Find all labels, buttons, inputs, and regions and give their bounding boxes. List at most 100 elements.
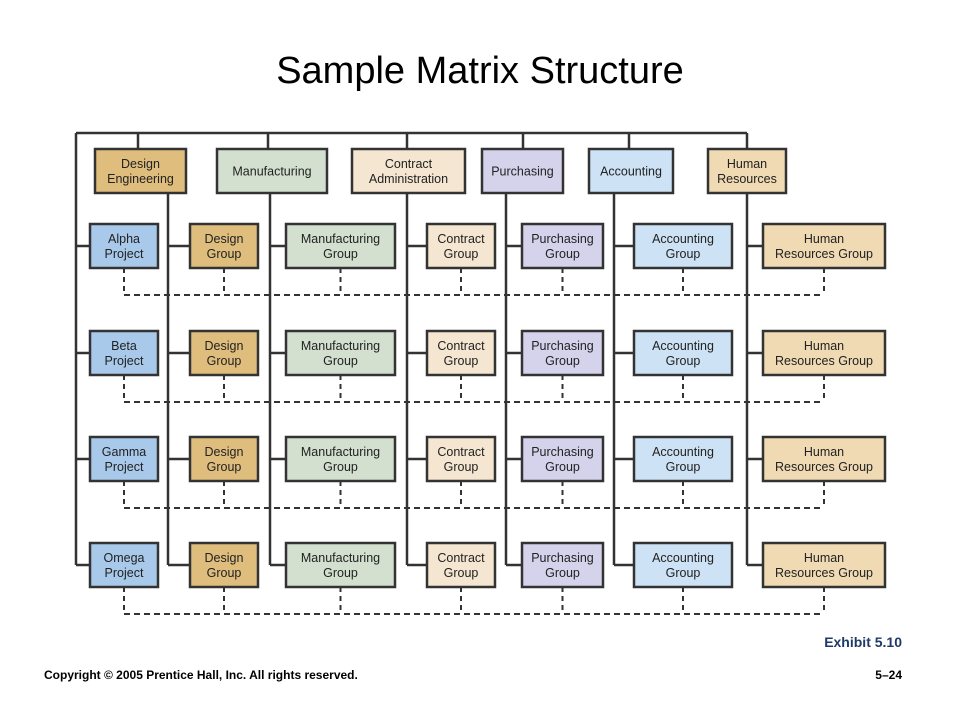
group-box <box>188 222 260 270</box>
group-box <box>188 329 260 377</box>
project-box <box>88 329 160 377</box>
group-box <box>632 541 734 589</box>
group-box-label-line: Resources Group <box>775 247 873 261</box>
group-box-label-line: Purchasing <box>531 551 594 565</box>
group-box-label-line: Purchasing <box>531 339 594 353</box>
group-box <box>425 222 497 270</box>
group-box <box>761 541 887 589</box>
project-box <box>88 222 160 270</box>
project-box-label-line: Omega <box>104 551 145 565</box>
department-box <box>480 147 565 195</box>
project-box-label-line: Project <box>105 247 144 261</box>
department-box-label: Accounting <box>600 165 662 179</box>
group-box-label-line: Group <box>207 460 242 474</box>
copyright-notice: Copyright © 2005 Prentice Hall, Inc. All… <box>44 668 358 682</box>
group-box-label-line: Contract <box>437 445 485 459</box>
department-box <box>350 147 467 195</box>
group-box <box>761 222 887 270</box>
department-box-label-line: Resources <box>717 172 777 186</box>
group-box-label-line: Group <box>666 460 701 474</box>
department-box <box>215 147 329 195</box>
department-box-label-line: Manufacturing <box>232 165 311 179</box>
project-box <box>88 435 160 483</box>
group-box <box>425 435 497 483</box>
group-box-label-line: Human <box>804 445 844 459</box>
group-box-label-line: Manufacturing <box>301 339 380 353</box>
department-box-label-line: Purchasing <box>491 165 554 179</box>
department-box-label-line: Contract <box>385 157 433 171</box>
group-box <box>284 222 397 270</box>
group-box-label-line: Human <box>804 232 844 246</box>
group-box <box>188 435 260 483</box>
group-box-label-line: Design <box>205 232 244 246</box>
group-box-label-line: Group <box>444 354 479 368</box>
group-box-label-line: Purchasing <box>531 232 594 246</box>
group-box-label-line: Purchasing <box>531 445 594 459</box>
group-box-label-line: Design <box>205 445 244 459</box>
project-box-label-line: Alpha <box>108 232 140 246</box>
group-box <box>761 435 887 483</box>
department-box-label: Purchasing <box>491 165 554 179</box>
group-box-label-line: Group <box>444 247 479 261</box>
project-box-label-line: Beta <box>111 339 137 353</box>
project-box-label-line: Project <box>105 566 144 580</box>
department-box <box>93 147 188 195</box>
group-box-label-line: Group <box>207 354 242 368</box>
group-box-label-line: Design <box>205 339 244 353</box>
group-box <box>284 541 397 589</box>
department-box <box>706 147 788 195</box>
group-box <box>632 435 734 483</box>
group-box-label-line: Group <box>207 566 242 580</box>
department-box-label: Manufacturing <box>232 165 311 179</box>
project-box-label-line: Gamma <box>102 445 147 459</box>
department-box-label-line: Human <box>727 157 767 171</box>
group-box-label-line: Design <box>205 551 244 565</box>
project-box <box>88 541 160 589</box>
group-box <box>284 435 397 483</box>
group-box-label-line: Contract <box>437 232 485 246</box>
group-box-label-line: Group <box>666 247 701 261</box>
group-box-label-line: Contract <box>437 551 485 565</box>
group-box <box>632 329 734 377</box>
group-box <box>425 329 497 377</box>
group-box-label-line: Group <box>444 566 479 580</box>
department-box-label-line: Administration <box>369 172 448 186</box>
project-box-label-line: Project <box>105 460 144 474</box>
group-box-label-line: Group <box>666 354 701 368</box>
group-box <box>761 329 887 377</box>
project-box-label-line: Project <box>105 354 144 368</box>
exhibit-label: Exhibit 5.10 <box>824 634 902 650</box>
group-box <box>188 541 260 589</box>
group-box <box>520 541 605 589</box>
group-box-label-line: Manufacturing <box>301 232 380 246</box>
group-box-label-line: Group <box>545 566 580 580</box>
group-box <box>520 435 605 483</box>
group-box <box>632 222 734 270</box>
group-box-label-line: Group <box>666 566 701 580</box>
group-box-label-line: Accounting <box>652 551 714 565</box>
group-box-label-line: Group <box>323 247 358 261</box>
group-box-label-line: Resources Group <box>775 460 873 474</box>
page-title: Sample Matrix Structure <box>276 50 684 92</box>
